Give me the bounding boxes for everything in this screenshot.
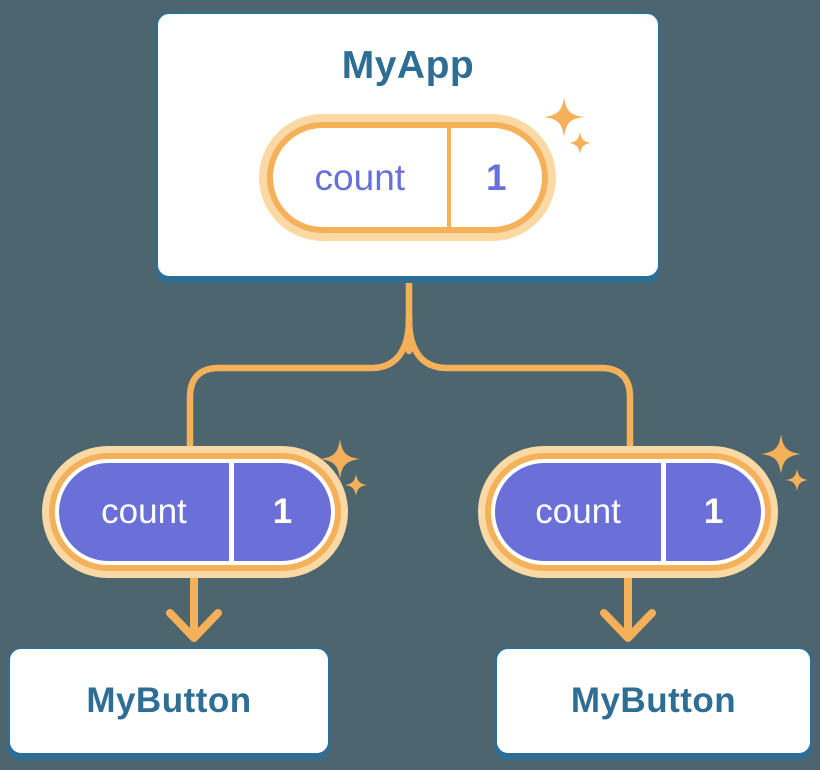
prop-pill-value: 1: [228, 463, 331, 561]
prop-pill-fill: count 1: [495, 463, 761, 561]
prop-pill-fill: count 1: [59, 463, 331, 561]
sparkle-icon: [544, 97, 591, 154]
component-title: MyApp: [341, 44, 475, 87]
state-pill-frame: count 1: [267, 122, 548, 233]
state-pill-value: 1: [446, 128, 542, 227]
prop-pill-right: count 1: [478, 446, 778, 578]
prop-pill-value: 1: [661, 463, 761, 561]
state-pill-label: count: [314, 156, 406, 198]
prop-pill-label: count: [535, 492, 621, 531]
prop-pill-frame: count 1: [49, 453, 341, 571]
prop-pill-frame: count 1: [485, 453, 771, 571]
arrow-down-icon: [166, 575, 222, 642]
mybutton-card-left: MyButton: [8, 647, 330, 755]
connector-branch-left: [186, 314, 413, 456]
sparkle-icon: [320, 439, 367, 496]
component-title: MyButton: [570, 681, 737, 720]
state-pill-root: count 1: [259, 114, 556, 241]
sparkle-icon: [761, 434, 808, 491]
component-title: MyButton: [86, 681, 252, 720]
arrow-down-icon: [600, 575, 656, 642]
mybutton-card-right: MyButton: [495, 647, 812, 755]
connector-branch-right: [405, 314, 634, 456]
prop-pill-left: count 1: [42, 446, 348, 578]
prop-pill-label: count: [101, 492, 187, 531]
